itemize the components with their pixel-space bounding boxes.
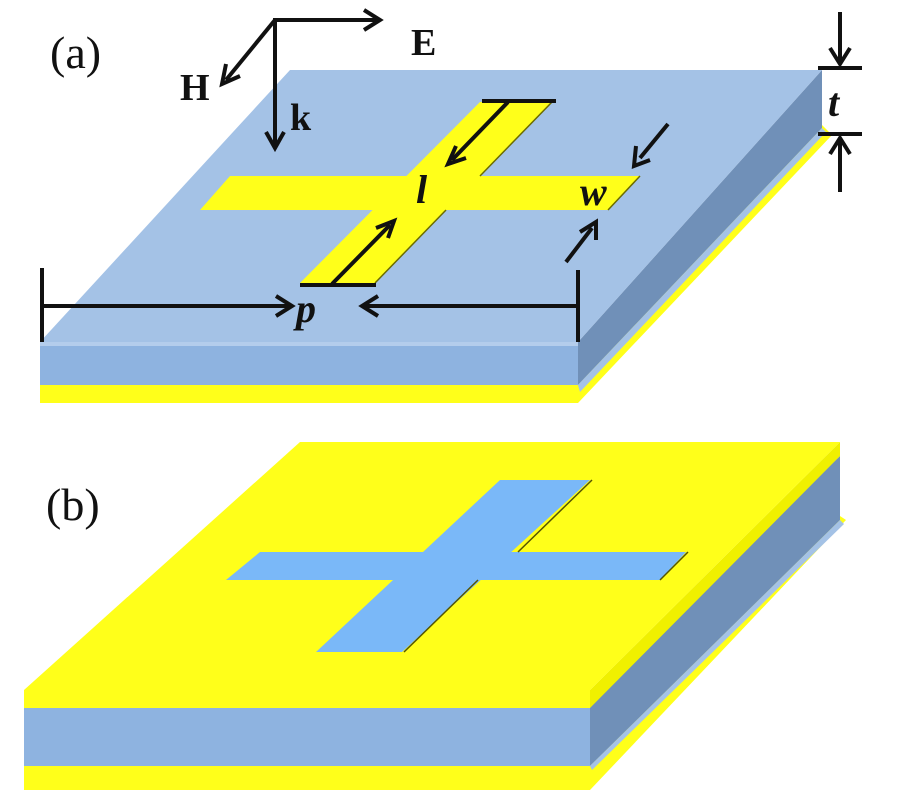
- w-arrowhead-up: [578, 218, 598, 240]
- panel-a-label: (a): [50, 27, 101, 78]
- p-arrowhead-right: [274, 294, 296, 318]
- cross-edge: [374, 209, 447, 284]
- dimension-l: [300, 99, 556, 287]
- l-arrowhead-up: [375, 217, 398, 239]
- dimension-p: [40, 268, 580, 342]
- h-field-arrow: [224, 18, 277, 82]
- slot-arm-horizontal: [226, 552, 686, 580]
- label-p: p: [293, 286, 316, 331]
- slot-edge: [403, 579, 479, 653]
- l-arrow-down: [450, 100, 510, 162]
- label-l: l: [416, 167, 428, 212]
- w-arrowhead-down: [631, 145, 651, 170]
- l-arrowhead-down: [444, 145, 467, 168]
- panel-a-slab-front: [40, 342, 578, 385]
- label-w: w: [580, 169, 607, 214]
- panel-a-metal-cross: [200, 101, 641, 284]
- l-arrow-up: [330, 223, 392, 286]
- t-arrowhead-up: [828, 134, 852, 156]
- panel-b-plate-front: [24, 690, 590, 708]
- dimension-t: [818, 12, 862, 192]
- w-arrow-up: [564, 226, 594, 264]
- panel-b-slab-front: [24, 708, 590, 766]
- panel-a-slab-side: [578, 70, 822, 385]
- panel-a-slab-side-highlight: [578, 128, 826, 392]
- k-arrowhead: [264, 131, 286, 153]
- label-h: H: [180, 67, 210, 109]
- panel-a-slab-top-edge: [40, 342, 578, 346]
- field-axes: [219, 8, 384, 153]
- e-arrowhead: [362, 8, 384, 32]
- panel-b-plate-side: [590, 442, 840, 708]
- dimension-w: [564, 122, 670, 264]
- cross-edge: [479, 101, 553, 177]
- h-arrowhead: [219, 63, 241, 88]
- w-arrow-down: [638, 122, 670, 160]
- label-e: E: [411, 22, 436, 64]
- t-arrowhead-down: [828, 46, 852, 68]
- p-arrowhead-left: [358, 294, 380, 318]
- panel-b-slab-side: [590, 456, 840, 766]
- panel-b-label: (b): [46, 479, 100, 530]
- slot-edge: [659, 551, 689, 581]
- panel-b-slab-side-highlight: [590, 520, 844, 770]
- label-k: k: [290, 97, 312, 139]
- cross-edge: [607, 175, 641, 211]
- cross-arm-horizontal: [200, 176, 640, 210]
- panel-a: l w p t: [40, 8, 862, 403]
- panel-a-ground-front: [40, 385, 578, 403]
- panel-b-ground-front: [24, 766, 590, 790]
- panel-b: (b): [24, 442, 846, 790]
- slot-edge: [517, 479, 593, 553]
- label-t: t: [828, 80, 841, 125]
- panel-a-ground-side: [578, 125, 832, 403]
- panel-b-cross-slot: [226, 479, 689, 653]
